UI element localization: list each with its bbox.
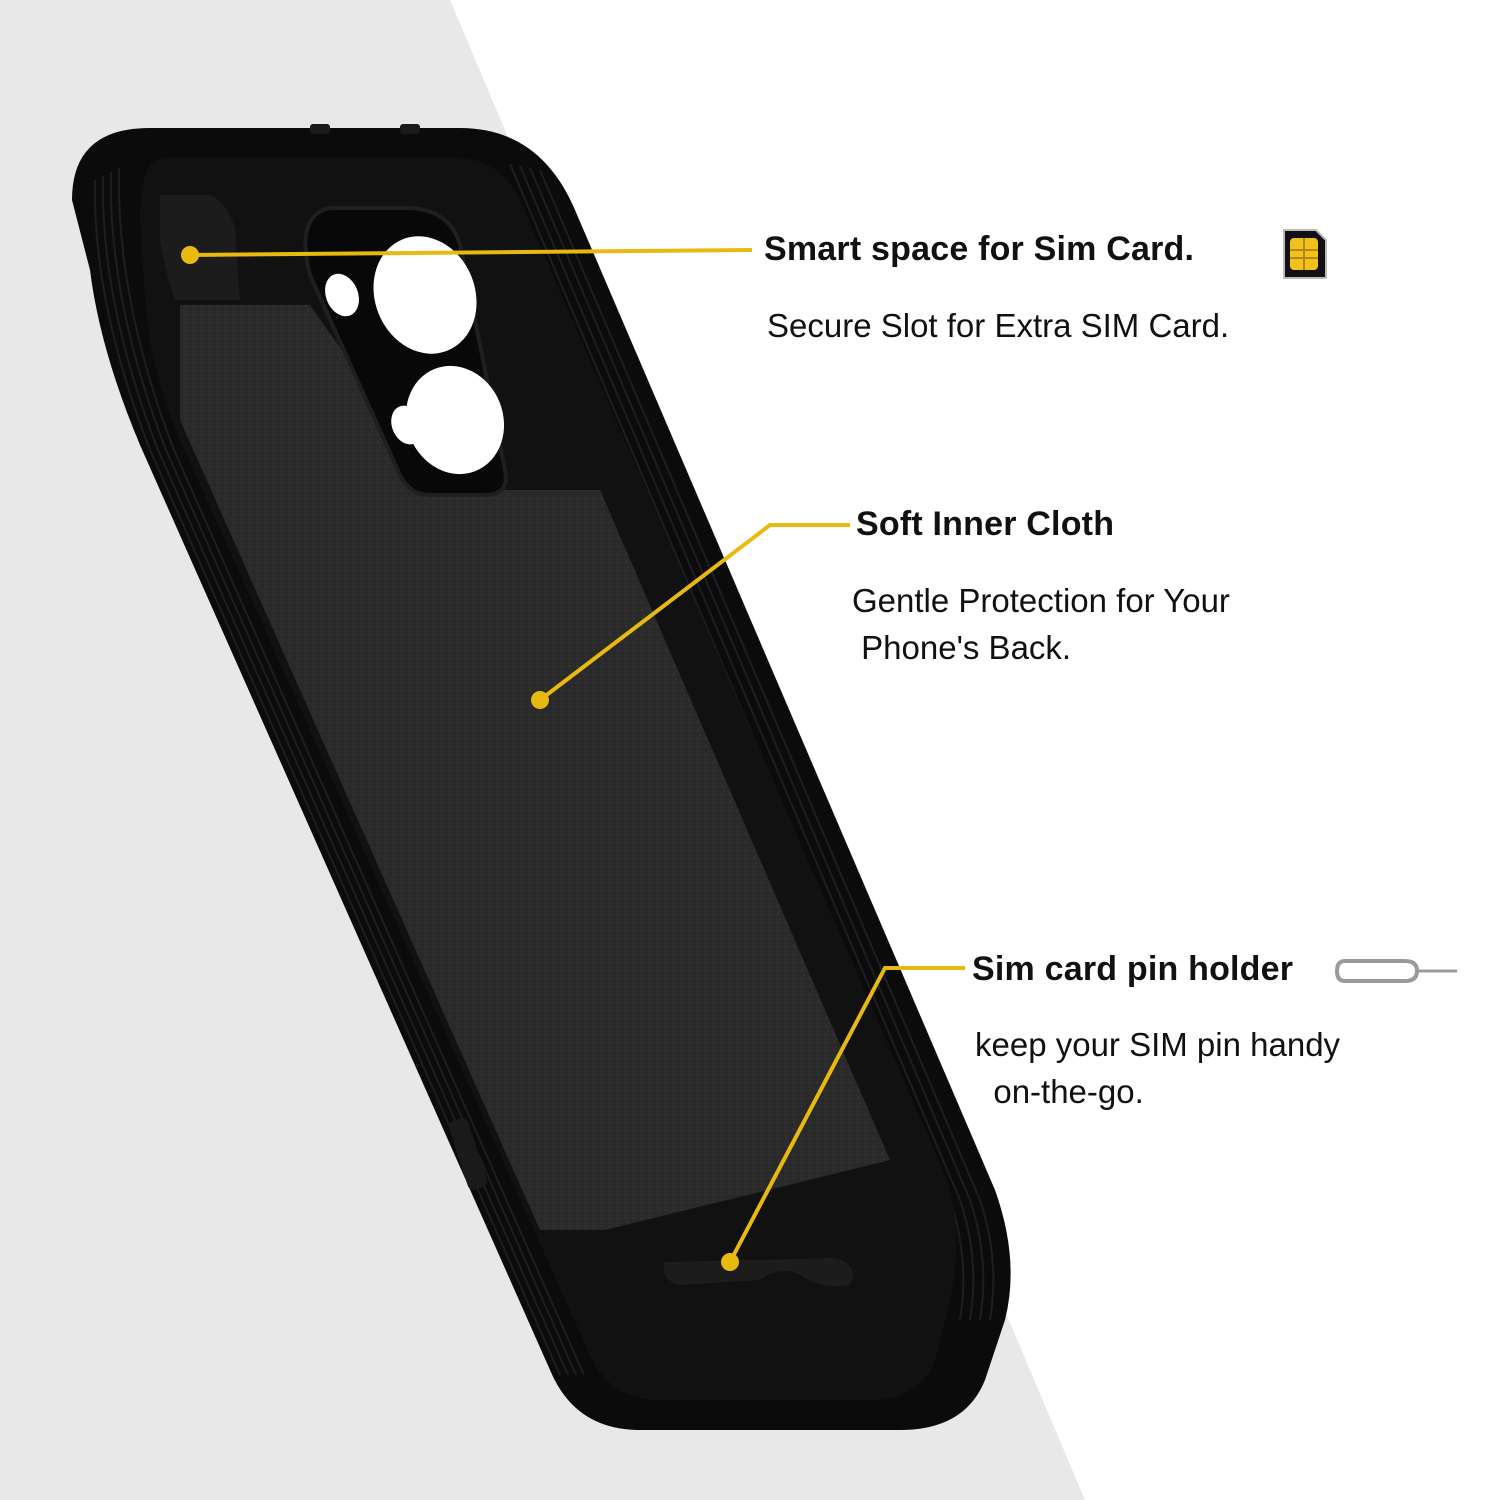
callout-desc-pin-holder-line-2: on-the-go. <box>975 1073 1144 1110</box>
callout-title-pin-holder: Sim card pin holder <box>972 950 1294 988</box>
dot-pin-holder <box>721 1253 739 1271</box>
leader-line-pin-holder <box>728 966 965 1263</box>
phone-case <box>72 124 1011 1430</box>
leader-line-cloth <box>538 523 850 702</box>
leader-line-sim-card <box>189 248 753 257</box>
callout-leaders <box>189 248 965 1263</box>
case-edge-ridges <box>93 163 995 1376</box>
top-button-2 <box>400 124 420 134</box>
sim-ejector-pin-icon <box>1334 956 1460 986</box>
dot-cloth <box>531 691 549 709</box>
camera-flash-hole-bottom <box>391 405 423 445</box>
top-button <box>310 124 330 134</box>
callout-title-inner-cloth: Soft Inner Cloth <box>856 505 1115 543</box>
callout-desc-inner-cloth-line-1: Gentle Protection for Your <box>852 582 1230 619</box>
soft-inner-cloth <box>180 305 890 1230</box>
callout-dots <box>181 246 739 1271</box>
sim-card-slot <box>160 195 240 300</box>
side-button <box>448 1118 488 1190</box>
callout-desc-sim-card: Secure Slot for Extra SIM Card. <box>767 307 1230 344</box>
camera-flash-hole-top <box>325 273 359 317</box>
camera-lens-hole-top <box>373 236 477 354</box>
sim-card-icon <box>1280 226 1330 282</box>
dot-sim-card <box>181 246 199 264</box>
callout-desc-pin-holder-line-1: keep your SIM pin handy <box>975 1026 1341 1063</box>
sim-pin-holder-groove <box>664 1258 853 1287</box>
callout-title-sim-card: Smart space for Sim Card. <box>764 230 1195 268</box>
camera-lens-hole-bottom <box>405 365 505 475</box>
callout-desc-inner-cloth-line-2: Phone's Back. <box>852 629 1072 666</box>
